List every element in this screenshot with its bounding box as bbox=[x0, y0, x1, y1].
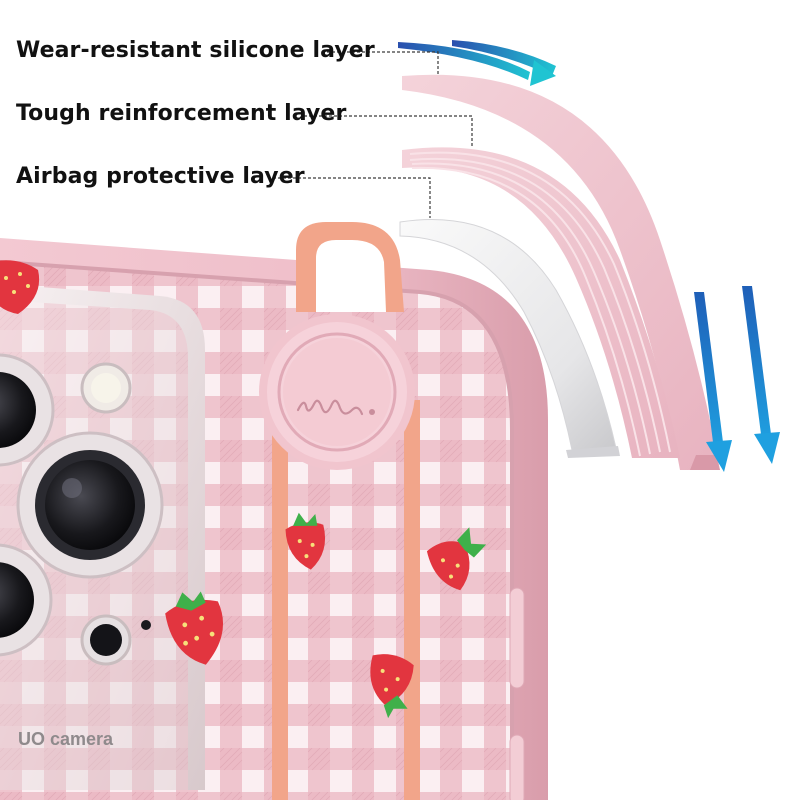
arrow-down-icon bbox=[742, 286, 780, 464]
arrow-down-icon bbox=[694, 292, 732, 472]
callout-silicone-layer: Wear-resistant silicone layer bbox=[16, 38, 375, 63]
wrist-strap bbox=[272, 222, 420, 800]
arrow-curved-icon bbox=[398, 40, 556, 86]
camera-lens-bottom bbox=[0, 543, 53, 657]
callout-airbag-layer: Airbag protective layer bbox=[16, 164, 305, 189]
strawberry-icon bbox=[370, 654, 414, 719]
layer-silicone bbox=[402, 74, 720, 470]
camera-flash bbox=[80, 362, 132, 414]
strap-mount-button bbox=[259, 314, 415, 470]
camera-lens-top bbox=[0, 353, 55, 467]
callout-reinforcement-layer: Tough reinforcement layer bbox=[16, 101, 347, 126]
strawberry-icon bbox=[285, 512, 326, 570]
camera-lens-main bbox=[16, 431, 164, 579]
signature-logo-icon bbox=[296, 399, 364, 416]
camera-module: UO camera bbox=[0, 284, 205, 790]
strawberry-icon bbox=[426, 527, 487, 591]
layer-reinforcement bbox=[402, 147, 680, 459]
leader-lines bbox=[268, 51, 473, 218]
camera-print-text: UO camera bbox=[18, 729, 114, 749]
strawberry-icon bbox=[0, 260, 39, 314]
strawberry-icon bbox=[165, 591, 224, 665]
layer-airbag bbox=[399, 218, 620, 458]
camera-sensor bbox=[80, 614, 151, 666]
